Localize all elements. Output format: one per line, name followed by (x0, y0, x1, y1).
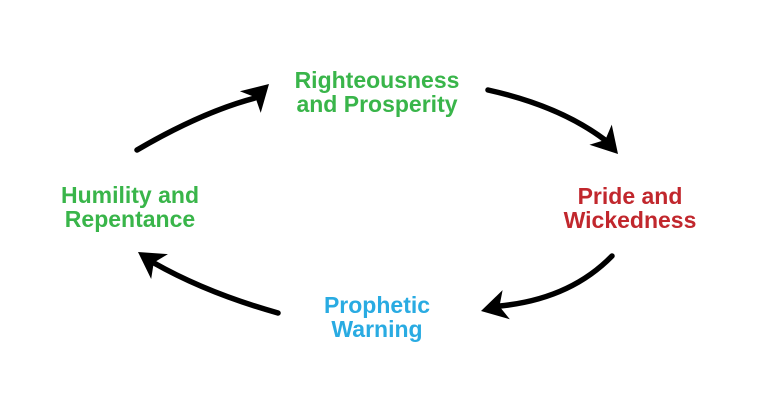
node-pride-and-wickedness: Pride and Wickedness (564, 184, 697, 232)
node-label-line: Wickedness (563, 207, 697, 233)
node-humility-and-repentance: Humility and Repentance (61, 183, 199, 231)
arrowhead-down-right-icon (589, 124, 618, 154)
arrow-humility-to-righteousness (134, 84, 269, 153)
node-righteousness-and-prosperity: Righteousness and Prosperity (295, 68, 460, 116)
arrow-prophetic-to-humility (138, 252, 281, 316)
node-label-line: Righteousness (294, 67, 460, 93)
node-label-line: Pride and (577, 183, 683, 209)
arrowhead-up-left-icon (138, 252, 168, 279)
node-prophetic-warning: Prophetic Warning (324, 293, 430, 341)
node-label-line: Prophetic (323, 292, 431, 318)
arrow-righteousness-to-pride (485, 87, 618, 154)
arrow-pride-to-prophetic (481, 253, 615, 320)
node-label-line: and Prosperity (296, 91, 458, 117)
arrowhead-down-left-icon (481, 290, 510, 320)
node-label-line: Repentance (64, 206, 196, 232)
arrowhead-up-right-icon (239, 84, 269, 113)
node-label-line: Warning (331, 316, 423, 342)
node-label-line: Humility and (60, 182, 200, 208)
